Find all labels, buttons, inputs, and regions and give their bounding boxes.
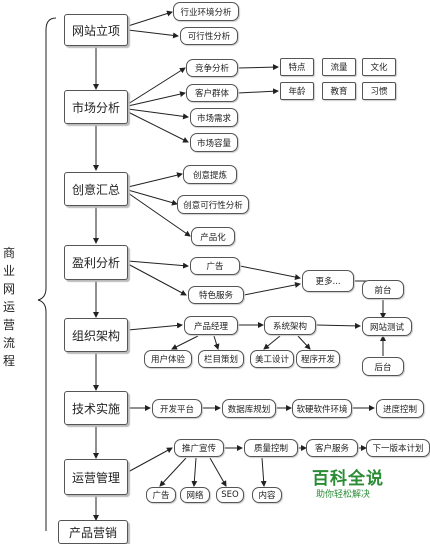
node-ui-design[interactable]: 美工设计 [250,350,294,368]
node-seo[interactable]: SEO [216,487,244,503]
node-feasibility[interactable]: 可行性分析 [180,27,238,45]
left-brace [37,17,57,531]
node-customer-group[interactable]: 客户群体 [186,84,238,102]
node-creative-feasibility[interactable]: 创意可行性分析 [177,195,249,214]
node-system-arch[interactable]: 系统架构 [264,316,316,335]
watermark-title: 百科全说 [312,469,384,489]
node-db-plan[interactable]: 数据库规划 [222,399,276,418]
tag-education[interactable]: 教育 [322,82,356,100]
node-creative-ideas[interactable]: 创意提炼 [183,165,237,184]
stage-tech-implementation[interactable]: 技术实施 [64,391,128,425]
tag-age[interactable]: 年龄 [280,82,314,100]
tag-traffic[interactable]: 流量 [322,58,356,76]
node-program-dev[interactable]: 程序开发 [296,350,340,368]
stage-idea-summary[interactable]: 创意汇总 [64,172,128,206]
node-ad-2[interactable]: 广告 [146,487,176,503]
node-user-exp[interactable]: 用户体验 [144,350,192,368]
node-market-capacity[interactable]: 市场容量 [190,133,238,152]
node-productize[interactable]: 产品化 [191,227,235,246]
node-front[interactable]: 前台 [362,280,404,299]
node-product-manager[interactable]: 产品经理 [184,316,238,335]
node-quality-ctrl[interactable]: 质量控制 [244,439,298,457]
node-customer-service[interactable]: 客户服务 [306,439,358,457]
connector-layer [37,10,386,531]
tag-habit[interactable]: 习惯 [362,82,396,100]
node-ads[interactable]: 广告 [190,257,240,275]
node-competition[interactable]: 竞争分析 [186,59,238,77]
stage-org-structure[interactable]: 组织架构 [64,318,128,352]
node-promotion[interactable]: 推广宣传 [174,439,224,457]
tag-culture[interactable]: 文化 [362,58,396,76]
watermark-logo: 百科全说 助你轻松解决 [300,462,430,504]
process-title: 商业网运营流程 [2,246,15,368]
node-special-service[interactable]: 特色服务 [188,286,244,304]
node-progress-ctrl[interactable]: 进度控制 [376,399,424,418]
node-web-test[interactable]: 网站测试 [362,317,412,336]
stage-product-marketing[interactable]: 产品营销 [58,520,128,544]
stage-operations[interactable]: 运营管理 [64,459,128,495]
tag-feature[interactable]: 特点 [280,58,314,76]
node-dev-platform[interactable]: 开发平台 [152,399,202,418]
stage-profit-analysis[interactable]: 盈利分析 [64,245,128,280]
watermark-subtitle: 助你轻松解决 [316,490,371,500]
node-back[interactable]: 后台 [362,357,404,376]
node-industry-env[interactable]: 行业环境分析 [173,2,239,21]
node-content[interactable]: 内容 [252,487,282,503]
node-next-plan[interactable]: 下一版本计划 [366,439,430,457]
node-market-demand[interactable]: 市场需求 [190,108,238,127]
node-more[interactable]: 更多... [302,270,354,292]
node-sw-hw-env[interactable]: 软硬软件环境 [292,399,352,418]
node-network[interactable]: 网络 [180,487,210,503]
node-column-plan[interactable]: 栏目策划 [198,350,244,368]
stage-market-analysis[interactable]: 市场分析 [64,90,128,124]
stage-website-project[interactable]: 网站立项 [64,14,128,46]
